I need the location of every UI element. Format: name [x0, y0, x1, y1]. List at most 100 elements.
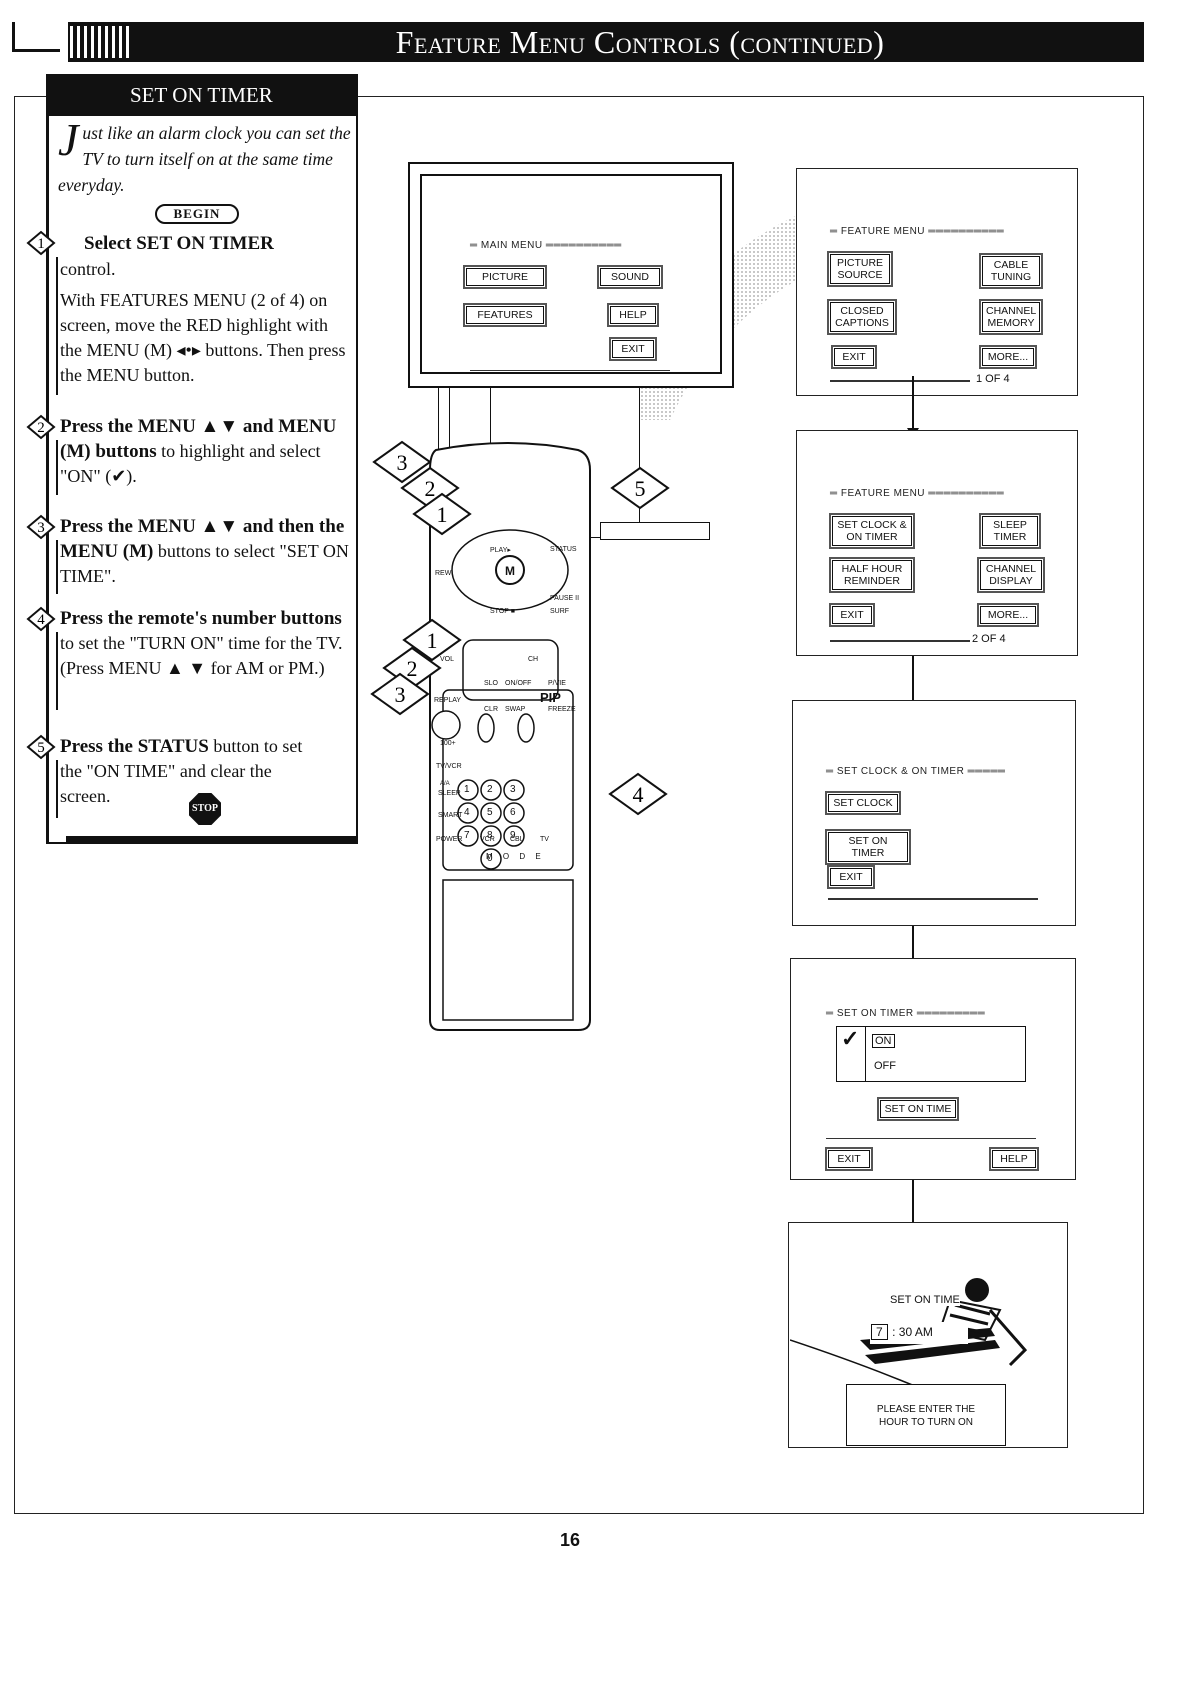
svg-text:1: 1: [37, 236, 45, 252]
remote-tv-label: TV: [540, 836, 549, 843]
remote-digit-2: 2: [487, 784, 493, 795]
step-1-detail: With FEATURES MENU (2 of 4) on screen, m…: [60, 290, 346, 385]
svg-text:3: 3: [395, 682, 406, 707]
svg-text:1: 1: [427, 628, 438, 653]
remote-digit-8: 8: [487, 830, 493, 841]
svg-text:2: 2: [37, 420, 45, 436]
screen4-checkmark-icon: ✓: [841, 1026, 860, 1051]
screen4-option-on: ON: [872, 1034, 895, 1048]
step-1-bar: [56, 257, 58, 395]
screen1-closed-captions: CLOSED CAPTIONS: [827, 298, 897, 336]
svg-text:3: 3: [397, 450, 408, 475]
page-frame: [14, 96, 1144, 1514]
screen2-rule: [830, 640, 970, 642]
screen2-half-hour-reminder: HALF HOUR REMINDER: [829, 556, 915, 594]
screen3-set-clock: SET CLOCK: [825, 790, 901, 816]
screen1-cable-tuning: CABLE TUNING: [979, 252, 1043, 290]
step-4-diamond-icon: 4: [26, 606, 56, 632]
step-4-bar: [56, 632, 58, 710]
step-2-bar: [56, 440, 58, 495]
remote-onoff-label: ON/OFF: [505, 680, 532, 687]
remote-sleep-label: SLEEP: [438, 790, 461, 797]
step-3-diamond-icon: 3: [26, 514, 56, 540]
svg-text:1: 1: [437, 502, 448, 527]
screen-set-clock-on-timer: [792, 700, 1076, 926]
screen4-rule: [826, 1138, 1036, 1139]
callout-1-bottom-icon: 1: [402, 618, 462, 662]
svg-text:2: 2: [425, 476, 436, 501]
svg-text:2: 2: [407, 656, 418, 681]
screen1-exit: EXIT: [831, 344, 877, 370]
screen5-prompt-line-2: HOUR TO TURN ON: [879, 1417, 973, 1428]
screen4-set-on-time: SET ON TIME: [877, 1096, 959, 1122]
corner-bracket: [12, 22, 60, 52]
begin-badge: BEGIN: [155, 204, 239, 224]
remote-digit-4: 4: [464, 807, 470, 818]
callout-4-icon: 4: [608, 772, 668, 816]
tv-exit-button: EXIT: [609, 336, 657, 362]
remote-mode-label: M O D E: [486, 852, 545, 861]
svg-text:5: 5: [37, 740, 45, 756]
screen2-title: ═ FEATURE MENU ══════════: [830, 488, 1005, 499]
step-2-diamond-icon: 2: [26, 414, 56, 440]
screen1-rule: [830, 380, 970, 382]
tv-picture-button: PICTURE: [463, 264, 547, 290]
screen4-check-column: [836, 1026, 866, 1082]
remote-tvvcr-label: TV/VCR: [436, 763, 462, 770]
step-1-heading: Select SET ON TIMER: [84, 233, 274, 254]
screen2-sleep-timer: SLEEP TIMER: [979, 512, 1041, 550]
remote-digit-9: 9: [510, 830, 516, 841]
svg-text:4: 4: [37, 612, 45, 628]
step-1-body: control.: [60, 259, 116, 279]
header-bar: [68, 22, 1144, 62]
instructions-panel: [46, 74, 358, 844]
screen4-options-box: [836, 1026, 1026, 1082]
remote-freeze-label: FREEZE: [548, 706, 576, 713]
step-5-text: Press the STATUS button to set the "ON T…: [60, 736, 303, 806]
remote-play-label: PLAY▸: [490, 547, 511, 554]
svg-text:5: 5: [635, 476, 646, 501]
remote-surf-label: SURF: [550, 608, 570, 615]
screen1-page: 1 OF 4: [976, 373, 1010, 385]
tv-menu-rule: [470, 370, 670, 371]
remote-status-label: STATUS: [550, 546, 577, 553]
intro-dropcap: J: [58, 114, 79, 165]
remote-pip-label: PIP: [540, 690, 561, 705]
remote-digit-3: 3: [510, 784, 516, 795]
screen3-rule: [828, 898, 1038, 900]
screen1-channel-memory: CHANNEL MEMORY: [979, 298, 1043, 336]
remote-aa-label: A/A: [440, 781, 450, 787]
callout-1-top-icon: 1: [412, 492, 472, 536]
remote-pause-label: PAUSE II: [550, 595, 580, 602]
screen2-exit: EXIT: [829, 602, 875, 628]
remote-pvie-label: P/VIE: [548, 680, 566, 687]
screen5-prompt-box: PLEASE ENTER THE HOUR TO TURN ON: [846, 1384, 1006, 1446]
screen2-channel-display: CHANNEL DISPLAY: [977, 556, 1045, 594]
remote-digit-5: 5: [487, 807, 493, 818]
screen5-hour: 7: [871, 1324, 888, 1340]
remote-replay-label: REPLAY: [434, 697, 462, 704]
remote-power-label: POWER: [436, 836, 463, 843]
remote-m-button: M: [505, 564, 515, 578]
remote-vcr-label: VCR: [480, 836, 495, 843]
screen1-more: MORE...: [979, 344, 1037, 370]
screen5-prompt-line-1: PLEASE ENTER THE: [876, 1404, 976, 1415]
screen3-set-on-timer: SET ON TIMER: [825, 828, 911, 866]
instructions-tab: SET ON TIMER: [46, 74, 358, 116]
screen2-set-clock-on-timer: SET CLOCK & ON TIMER: [829, 512, 915, 550]
screen4-title: ═ SET ON TIMER ═════════: [826, 1008, 986, 1019]
remote-slo-label: SLO: [484, 680, 499, 687]
screen2-more: MORE...: [977, 602, 1039, 628]
remote-ch-label: CH: [528, 656, 539, 663]
tv-sound-button: SOUND: [597, 264, 663, 290]
arrow-2-icon: [907, 656, 919, 712]
screen4-option-off: OFF: [874, 1060, 896, 1072]
remote-smart-label: SMART: [438, 812, 463, 819]
svg-text:4: 4: [633, 782, 644, 807]
step-5-bar: [56, 760, 58, 818]
remote-digit-1: 1: [464, 784, 470, 795]
remote-clr-label: CLR: [484, 706, 499, 713]
screen2-page: 2 OF 4: [972, 633, 1006, 645]
callout-3-top-icon: 3: [372, 440, 432, 484]
